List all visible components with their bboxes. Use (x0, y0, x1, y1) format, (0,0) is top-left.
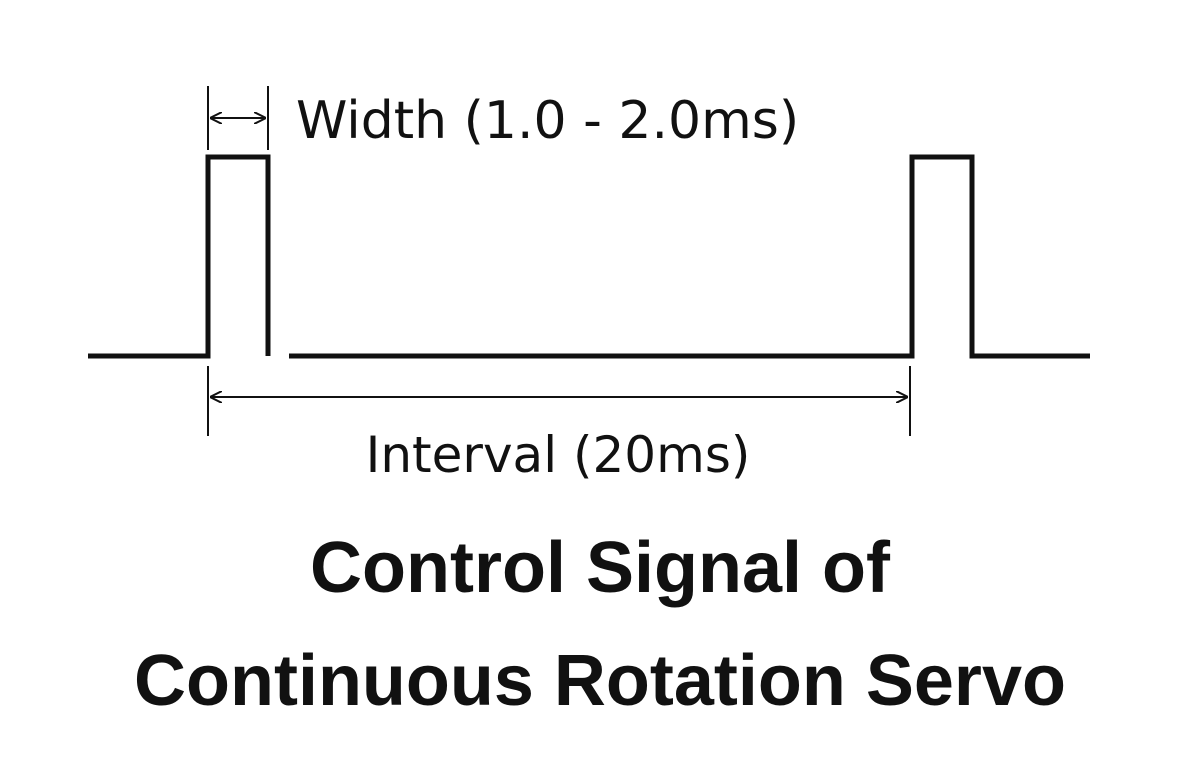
interval-label: Interval (20ms) (366, 426, 751, 484)
diagram-title-line-1: Control Signal of (310, 528, 890, 608)
baseline-and-second-pulse (289, 154, 1090, 359)
width-label: Width (1.0 - 2.0ms) (296, 91, 799, 151)
interval-dimension (207, 366, 911, 436)
width-dimension (207, 86, 269, 150)
diagram-title-line-2: Continuous Rotation Servo (134, 641, 1066, 721)
signal-waveform (88, 154, 1090, 359)
first-pulse (88, 154, 271, 359)
